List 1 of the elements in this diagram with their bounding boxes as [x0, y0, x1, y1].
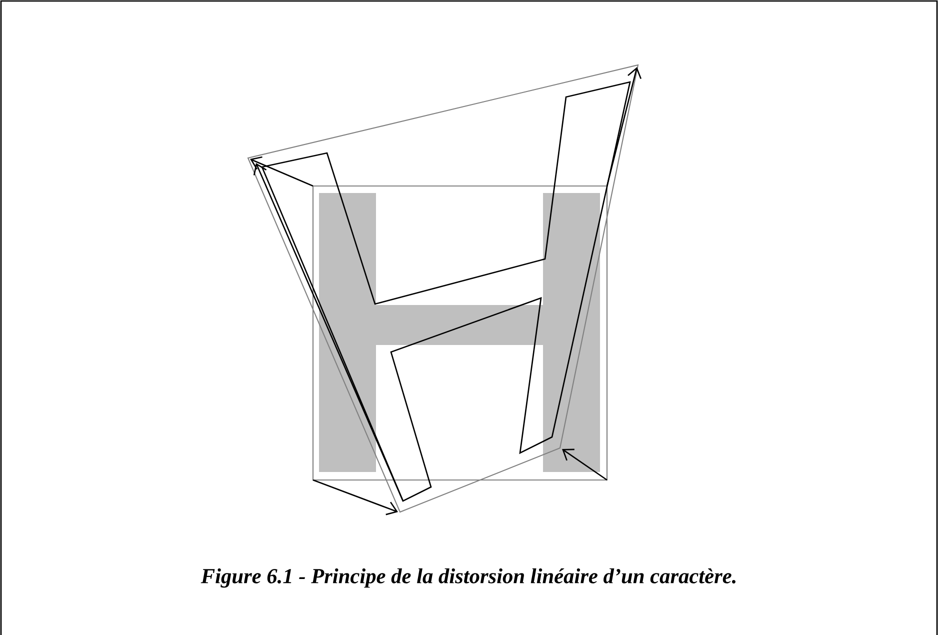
caption: Figure 6.1 - Principe de la distorsion linéaire d’un caractère. — [200, 568, 736, 588]
